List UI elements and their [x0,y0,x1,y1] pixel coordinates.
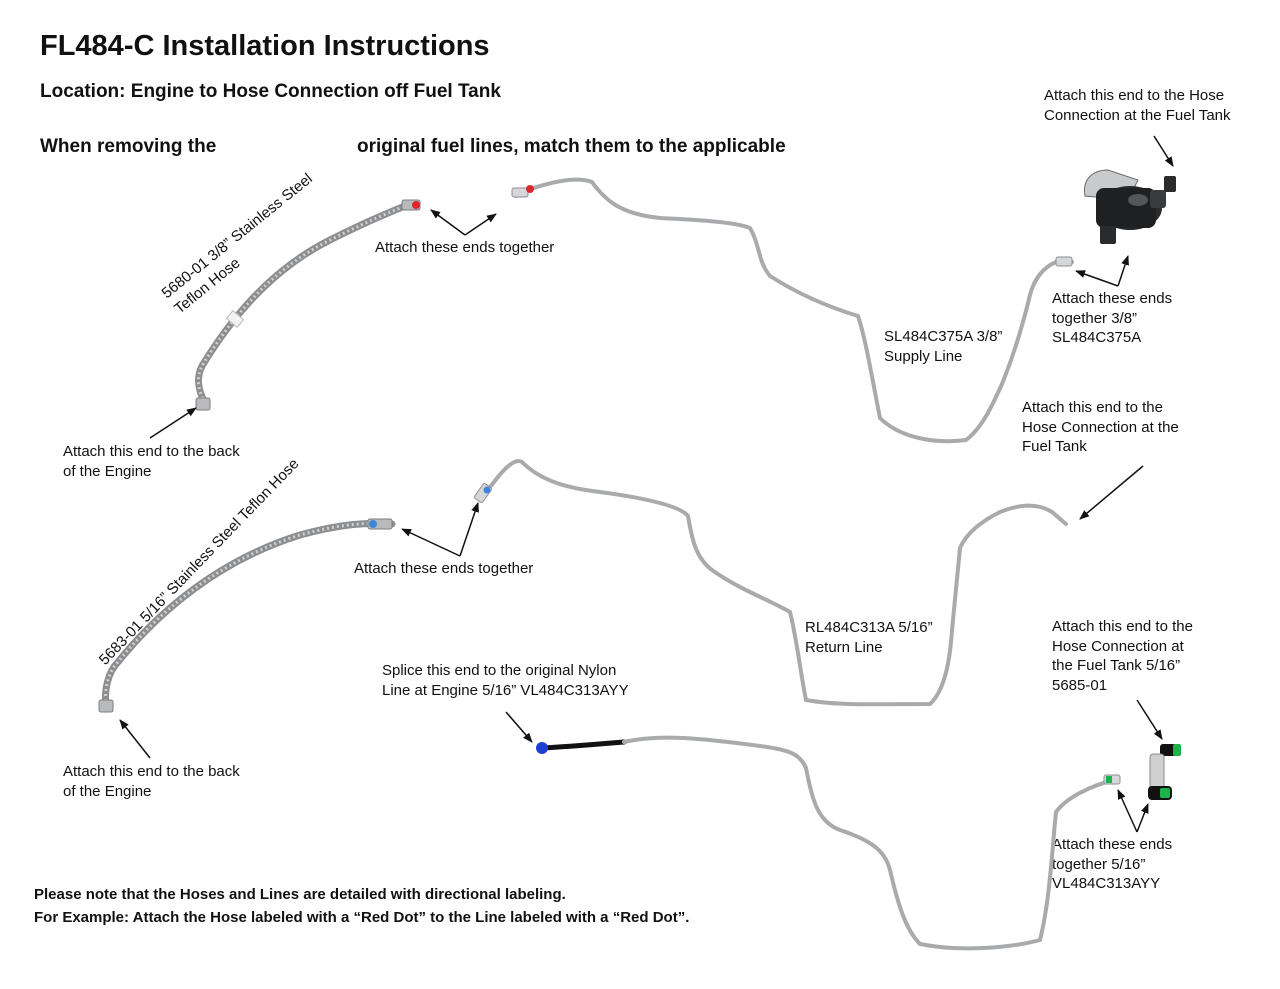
attach-supply-label: Attach these ends together 3/8” SL484C37… [1052,290,1173,346]
page-title: FL484-C Installation Instructions [40,30,490,62]
instruction-left: When removing the [40,136,217,157]
attach-together-top-label: Attach these ends together [375,239,555,256]
instruction-right: original fuel lines, match them to the a… [357,136,786,157]
supply-hose [194,199,421,411]
filter-icon [1083,169,1176,244]
blue-dot-hose [369,520,377,528]
return-line [474,459,1068,707]
vapor-line [536,735,1121,951]
blue-dot-line [483,486,491,494]
return-line-label: RL484C313A 5/16” Return Line [805,619,933,656]
tank-bottom-label: Attach this end to the Hose Connection a… [1052,618,1193,694]
red-dot-line [526,185,534,193]
tank-mid-label: Attach this end to the Hose Connection a… [1022,399,1179,455]
engine-back-bottom-label: Attach this end to the back of the Engin… [63,763,240,800]
supply-line [511,177,1074,444]
supply-line-label: SL484C375A 3/8” Supply Line [884,328,1003,365]
quick-connector-icon [1148,744,1181,800]
return-hose [98,518,396,713]
attach-together-mid-label: Attach these ends together [354,560,534,577]
note-line-2: For Example: Attach the Hose labeled wit… [34,909,690,926]
nylon-connector [536,742,548,754]
arrows [119,135,1174,833]
engine-back-top-label: Attach this end to the back of the Engin… [63,443,240,480]
location-heading: Location: Engine to Hose Connection off … [40,81,501,102]
note-line-1: Please note that the Hoses and Lines are… [34,886,566,903]
tank-top-label: Attach this end to the Hose Connection a… [1044,87,1231,124]
attach-vapor-label: Attach these ends together 5/16” VL484C3… [1052,836,1173,892]
splice-label: Splice this end to the original Nylon Li… [382,662,629,699]
red-dot-hose [412,201,420,209]
